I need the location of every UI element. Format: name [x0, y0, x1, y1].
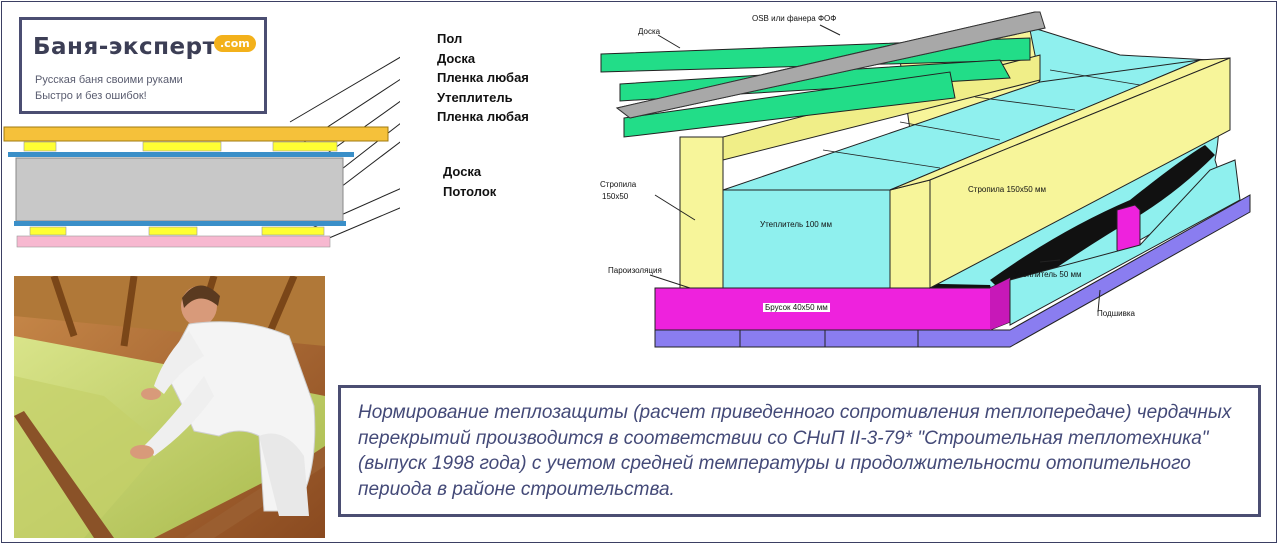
label-insulation-100: Утеплитель 100 мм — [760, 220, 832, 229]
rafter-left — [679, 136, 724, 289]
attic-insulation-photo — [14, 276, 325, 538]
board-top-2 — [142, 141, 222, 152]
logo-title: Баня-эксперт — [33, 34, 217, 60]
label-insulation-50: Утеплитель 50 мм — [1014, 270, 1082, 279]
pointer-insulation-50 — [1039, 259, 1061, 263]
label-film-bottom: Пленка любая — [437, 109, 529, 124]
label-bar: Брусок 40х50 мм — [763, 303, 830, 312]
board-3 — [623, 71, 956, 138]
label-floor: Пол — [437, 31, 463, 46]
floor-layer — [3, 126, 389, 142]
pointer-lining — [1097, 289, 1101, 313]
film-bottom-layer — [14, 221, 346, 226]
left-section-diagram — [3, 56, 400, 248]
logo-tagline-1: Русская баня своими руками — [35, 74, 183, 86]
ceiling-layer — [16, 235, 331, 248]
label-board: Доска — [638, 27, 661, 36]
label-board-top: Доска — [437, 51, 476, 66]
lining-base — [654, 194, 1251, 348]
label-insulation: Утеплитель — [437, 90, 513, 105]
insulation-100 — [722, 189, 891, 289]
label-lining: Подшивка — [1097, 309, 1135, 318]
photo-illustration — [14, 276, 325, 538]
board-bottom-2 — [148, 226, 198, 236]
text-box: Нормирование теплозащиты (расчет приведе… — [338, 385, 1261, 517]
pointer-osb — [819, 24, 841, 36]
label-ceiling: Потолок — [443, 184, 497, 199]
pointer-line-film-top — [324, 100, 400, 156]
board-top-1 — [23, 141, 57, 152]
insulation-layer — [15, 157, 344, 222]
logo-tagline-2: Быстро и без ошибок! — [35, 90, 147, 102]
label-rafter-left: Стропила — [600, 180, 637, 189]
film-top-layer — [8, 152, 354, 157]
pointer-vapor — [649, 274, 691, 289]
pointer-rafter-left — [654, 194, 696, 221]
pointer-line-floor — [289, 56, 400, 123]
insulation-50 — [1009, 159, 1241, 326]
board-bottom-3 — [261, 226, 325, 236]
label-rafter-left-size: 150х50 — [602, 192, 629, 201]
board-top-3 — [272, 141, 338, 152]
label-board-bottom: Доска — [443, 164, 482, 179]
logo-badge: .com — [214, 35, 256, 52]
text-paragraph: Нормирование теплозащиты (расчет приведе… — [358, 402, 1232, 500]
label-vapor: Пароизоляция — [608, 266, 662, 275]
label-osb: OSB или фанера ФОФ — [752, 14, 837, 23]
label-rafter-right: Стропила 150х50 мм — [968, 185, 1046, 194]
label-film-top: Пленка любая — [437, 70, 529, 85]
board-bottom-1 — [29, 226, 67, 236]
logo-box[interactable]: Баня-эксперт .com Русская баня своими ру… — [19, 17, 267, 114]
rafter-right-front — [889, 179, 931, 289]
pointer-line-ceiling — [314, 207, 400, 245]
pointer-board — [657, 34, 681, 49]
